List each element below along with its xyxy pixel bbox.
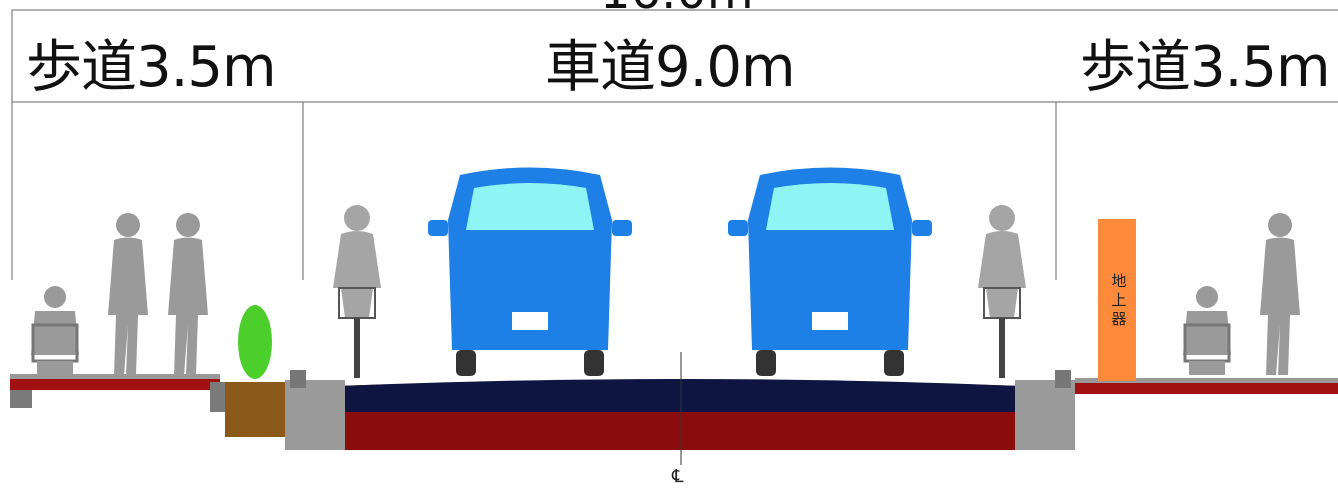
roadway-label: 車道9.0m (545, 35, 796, 100)
ground-equipment-label: 地 上 器 (1111, 272, 1127, 328)
right-sidewalk-label: 歩道3.5m (1080, 35, 1331, 100)
left-sidewalk-label: 歩道3.5m (26, 35, 277, 100)
centerline-symbol: ℄ (672, 466, 684, 487)
